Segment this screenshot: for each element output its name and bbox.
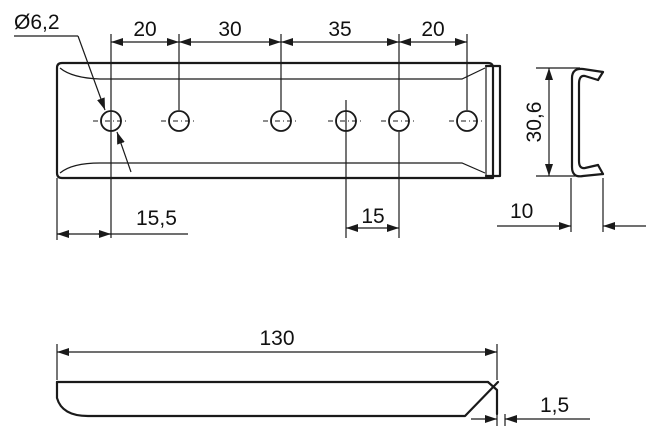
side-view — [570, 67, 605, 178]
plate-inner-edge-bottom — [59, 162, 486, 174]
hole-diameter-dimension: Ø6,2 — [14, 11, 132, 173]
depth-dimension: 10 — [497, 178, 646, 232]
height-dimension: 30,6 — [523, 67, 580, 177]
spacing-label: 20 — [421, 18, 444, 41]
spacing-label: 20 — [133, 18, 156, 41]
hole-offset-label: 15 — [361, 205, 384, 228]
edge-offset-label: 15,5 — [136, 207, 177, 230]
thickness-label: 1,5 — [540, 394, 569, 417]
hole-offset-dimension: 15 — [346, 205, 399, 232]
length-label: 130 — [259, 327, 294, 350]
thickness-dimension: 1,5 — [471, 394, 590, 426]
edge-offset-dimension: 15,5 — [57, 207, 188, 238]
length-dimension: 130 — [56, 327, 498, 380]
extension-lines — [56, 34, 468, 240]
depth-label: 10 — [510, 200, 533, 223]
bottom-view — [55, 380, 500, 418]
top-view — [55, 61, 502, 180]
spacing-label: 30 — [218, 18, 241, 41]
plate-bent-edge — [484, 64, 502, 178]
profile-inner — [577, 74, 600, 170]
hole-diameter-label: Ø6,2 — [14, 11, 60, 34]
length-profile-tip — [486, 380, 499, 416]
spacing-label: 35 — [328, 18, 351, 41]
height-label: 30,6 — [523, 102, 546, 143]
spacing-dimension-chain: 20 30 35 20 — [111, 18, 467, 46]
length-profile-outline — [55, 380, 500, 418]
profile-lip-top — [596, 70, 605, 82]
profile-lip-bottom — [596, 163, 605, 176]
plate-inner-edge-top — [59, 67, 486, 80]
profile-outline — [570, 67, 605, 178]
